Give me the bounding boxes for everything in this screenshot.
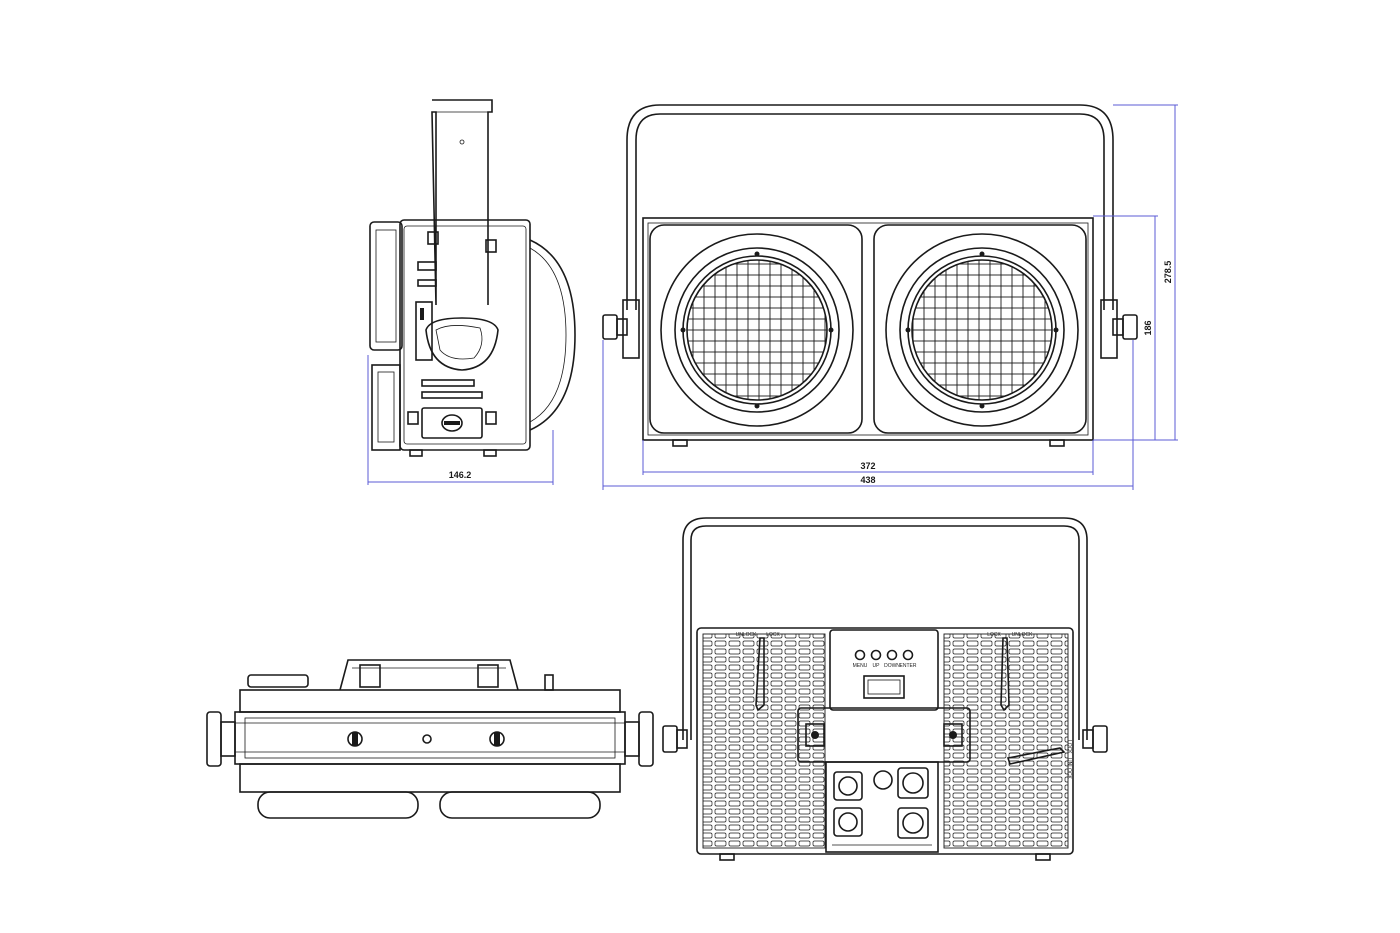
side-lock-unlock: UNLOCK <box>1066 758 1072 780</box>
front-view: 372 438 186 278.5 <box>602 104 1178 490</box>
lock-left-unlock: UNLOCK <box>736 632 758 638</box>
dim-front-inner-width: 372 <box>860 461 875 471</box>
dim-side-depth: 146.2 <box>449 470 472 480</box>
lock-right-unlock: UNLOCK <box>1012 632 1034 638</box>
dim-front-total-height: 278.5 <box>1163 261 1173 284</box>
button-label-menu: MENU <box>853 663 868 669</box>
dim-front-total-width: 438 <box>860 475 875 485</box>
side-view: 146.2 <box>367 99 576 485</box>
lock-left-lock: LOCK <box>766 632 780 638</box>
lock-right-lock: LOCK <box>987 632 1001 638</box>
button-label-down: DOWN <box>884 663 900 669</box>
side-lock-lock: LOCK <box>1066 740 1072 754</box>
top-view <box>206 659 654 819</box>
button-label-enter: ENTER <box>900 663 917 669</box>
rear-view: MENU UP DOWN ENTER UNLOCK LOCK LOCK UNLO… <box>662 517 1108 861</box>
button-label-up: UP <box>873 663 881 669</box>
dim-front-body-height: 186 <box>1143 320 1153 335</box>
